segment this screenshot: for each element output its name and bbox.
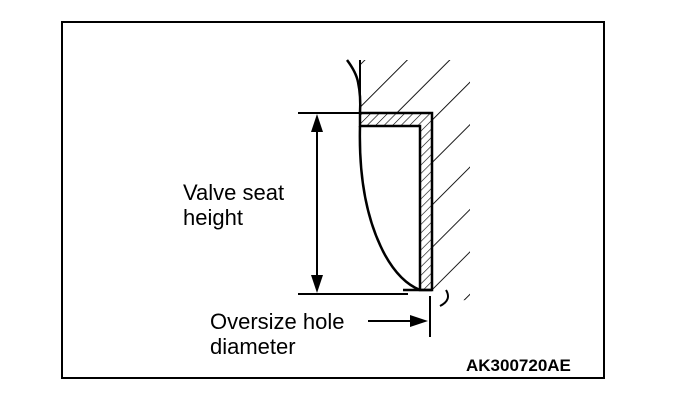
- diameter-arrow: [410, 315, 428, 327]
- oversize-hole-diameter-label: Oversize hole diameter: [210, 309, 345, 359]
- height-arrow-up: [311, 114, 323, 132]
- figure-frame: [61, 21, 605, 379]
- port-top-edge: [345, 59, 362, 114]
- figure-code: AK300720AE: [466, 356, 571, 375]
- valve-seat-height-label: Valve seat height: [183, 180, 285, 230]
- height-arrow-down: [311, 275, 323, 293]
- cylinder-head-section: [360, 60, 470, 301]
- port-inner-wall: [358, 125, 421, 292]
- valve-seat-insert: [358, 111, 434, 292]
